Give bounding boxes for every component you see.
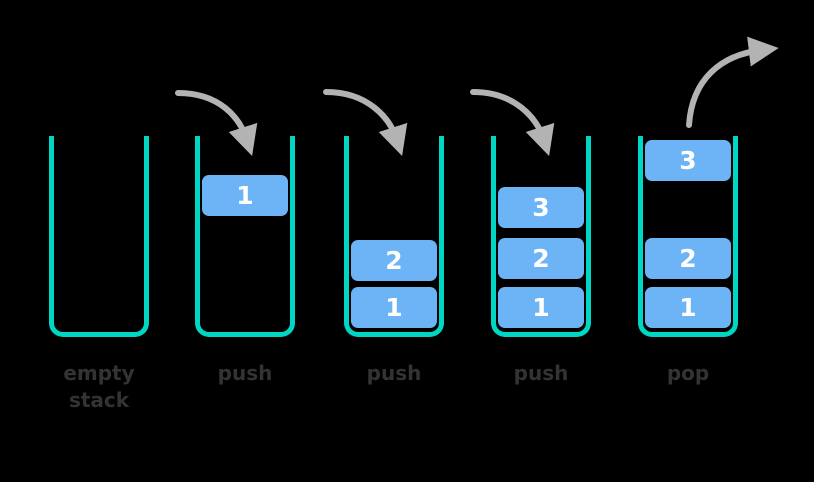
push-arrow-1 <box>175 90 258 157</box>
stack-caption-push-3: push <box>476 360 606 387</box>
pop-arrow <box>686 36 779 128</box>
stack-block: 2 <box>351 240 437 281</box>
stack-block: 3 <box>498 187 584 228</box>
stack-blocks: 1 <box>195 136 295 337</box>
stack-caption-empty-stack: empty stack <box>34 360 164 414</box>
stack-container <box>49 136 149 337</box>
stack-block: 1 <box>351 287 437 328</box>
caption-line-1: push <box>366 361 422 385</box>
caption-line-1: empty <box>63 361 135 385</box>
stack-container <box>491 136 591 337</box>
caption-line-2: stack <box>68 388 130 412</box>
stack-blocks: 2 1 <box>344 136 444 337</box>
stack-block-popped: 3 <box>645 140 731 181</box>
stack-block: 1 <box>498 287 584 328</box>
caption-line-1: push <box>217 361 273 385</box>
stack-block: 2 <box>498 238 584 279</box>
stack-container <box>638 136 738 337</box>
stack-block: 2 <box>645 238 731 279</box>
stack-container <box>344 136 444 337</box>
stack-caption-push-2: push <box>329 360 459 387</box>
stack-container <box>195 136 295 337</box>
push-arrow-3 <box>470 89 555 157</box>
stack-block: 1 <box>645 287 731 328</box>
push-arrow-2 <box>323 89 408 157</box>
stack-blocks: 3 2 1 <box>638 136 738 337</box>
caption-line-1: push <box>513 361 569 385</box>
caption-line-1: pop <box>666 361 710 385</box>
stack-block: 1 <box>202 175 288 216</box>
stack-blocks: 3 2 1 <box>491 136 591 337</box>
stack-caption-push-1: push <box>180 360 310 387</box>
stack-caption-pop: pop <box>623 360 753 387</box>
